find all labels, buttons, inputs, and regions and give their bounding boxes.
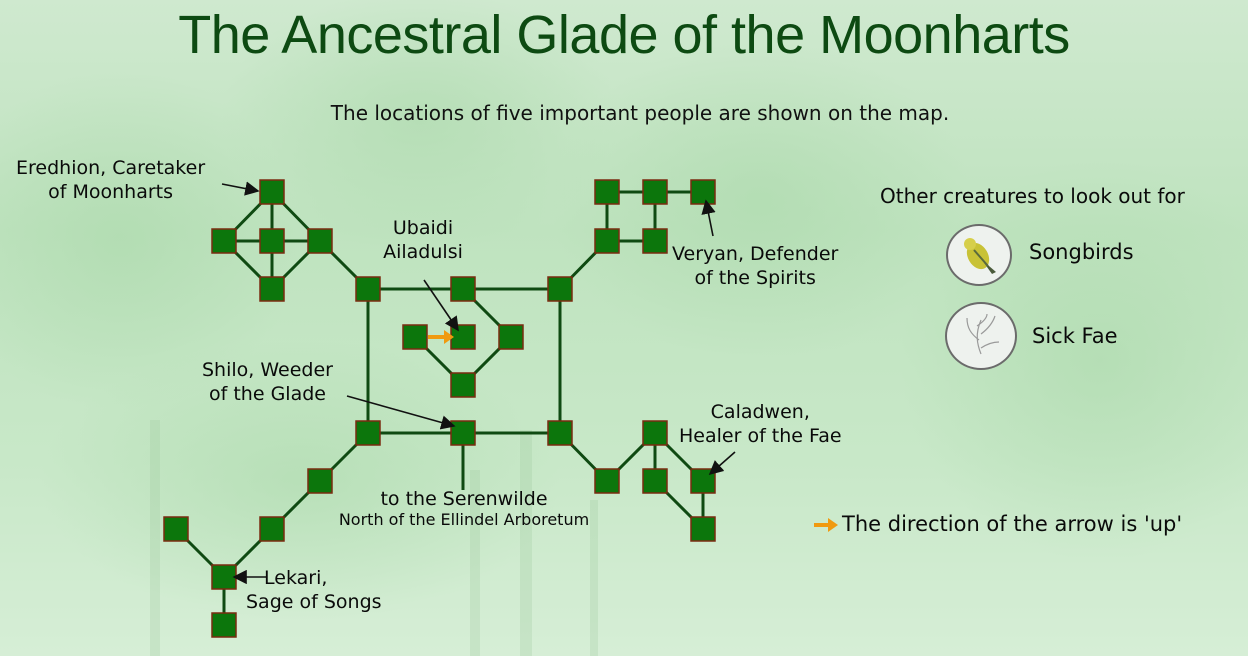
map-room	[259, 276, 285, 302]
label-veryan: Veryan, Defender of the Spirits	[672, 242, 838, 290]
map-room	[547, 276, 573, 302]
legend-sick-fae-label: Sick Fae	[1032, 324, 1118, 348]
label-caladwen-line2: Healer of the Fae	[679, 425, 842, 447]
exit-label-line1: to the Serenwilde	[380, 488, 548, 510]
map-room	[259, 516, 285, 542]
label-ubaidi: Ubaidi Ailadulsi	[368, 216, 478, 264]
map-room	[690, 516, 716, 542]
label-shilo-line2: of the Glade	[209, 383, 326, 405]
legend-arrow-icon	[814, 518, 838, 532]
map-room	[642, 420, 668, 446]
label-veryan-line2: of the Spirits	[694, 267, 816, 289]
legend-songbirds-label: Songbirds	[1029, 240, 1134, 264]
map-rooms	[163, 179, 716, 638]
label-eredhion-line1: Eredhion, Caretaker	[16, 157, 206, 179]
map-room	[450, 420, 476, 446]
label-ubaidi-line2: Ailadulsi	[383, 241, 463, 263]
label-lekari-line2: Sage of Songs	[246, 591, 382, 613]
map-room	[259, 179, 285, 205]
map-room	[547, 420, 573, 446]
map-room	[450, 276, 476, 302]
page-title: The Ancestral Glade of the Moonharts	[178, 5, 1070, 65]
label-eredhion: Eredhion, Caretaker of Moonharts	[16, 156, 205, 204]
label-caladwen-line1: Caladwen,	[710, 401, 810, 423]
map-room	[642, 228, 668, 254]
map-room	[594, 179, 620, 205]
map-room	[211, 228, 237, 254]
label-lekari: Lekari, Sage of Songs	[246, 566, 382, 614]
map-room	[211, 612, 237, 638]
up-arrow-icon	[428, 330, 454, 344]
label-veryan-line1: Veryan, Defender	[672, 243, 839, 265]
map-room	[498, 324, 524, 350]
label-eredhion-line2: of Moonharts	[48, 181, 174, 203]
label-caladwen: Caladwen, Healer of the Fae	[679, 400, 842, 448]
map-room	[594, 228, 620, 254]
map-room	[450, 324, 476, 350]
map-room	[690, 179, 716, 205]
sick-fae-icon	[945, 302, 1017, 370]
page-subtitle: The locations of five important people a…	[330, 101, 950, 125]
map-room	[307, 228, 333, 254]
map-room	[259, 228, 285, 254]
legend-arrow-note: The direction of the arrow is 'up'	[842, 512, 1183, 536]
exit-label-line2: North of the Ellindel Arboretum	[338, 510, 590, 529]
label-shilo-line1: Shilo, Weeder	[202, 359, 333, 381]
map-room	[307, 468, 333, 494]
label-lekari-line1: Lekari,	[264, 567, 328, 589]
map-room	[690, 468, 716, 494]
map-room	[594, 468, 620, 494]
label-shilo: Shilo, Weeder of the Glade	[202, 358, 333, 406]
songbird-icon	[946, 224, 1012, 286]
exit-label: to the Serenwilde North of the Ellindel …	[326, 487, 602, 529]
map-room	[642, 468, 668, 494]
map-room	[211, 564, 237, 590]
map-room	[642, 179, 668, 205]
legend-heading: Other creatures to look out for	[880, 184, 1185, 208]
map-room	[163, 516, 189, 542]
label-ubaidi-line1: Ubaidi	[392, 217, 454, 239]
map-room	[402, 324, 428, 350]
map-room	[450, 372, 476, 398]
map-room	[355, 420, 381, 446]
map-room	[355, 276, 381, 302]
label-pointers	[221, 181, 736, 585]
